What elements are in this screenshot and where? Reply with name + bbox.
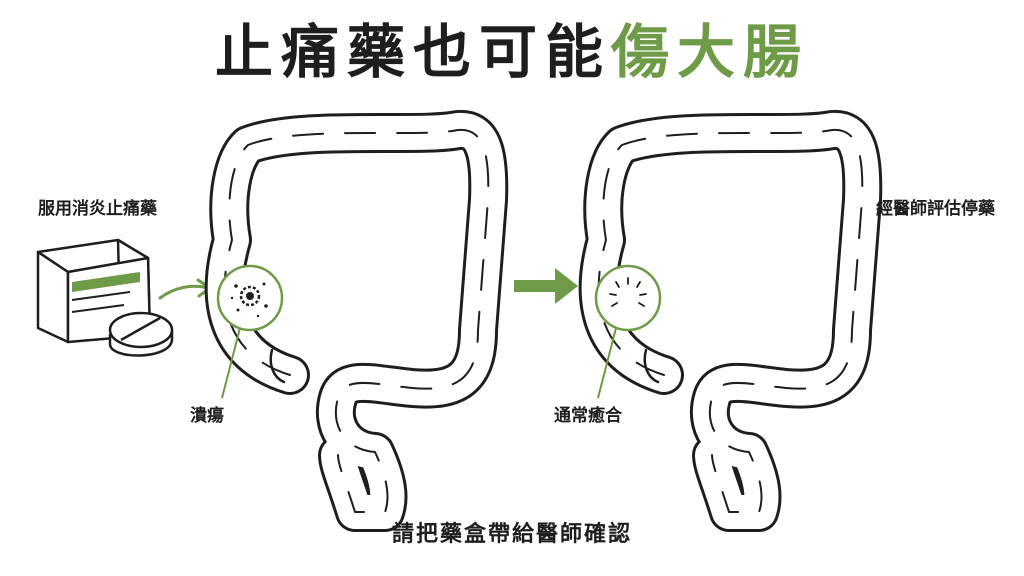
pill-icon — [108, 311, 174, 357]
footer-note: 請把藥盒帶給醫師確認 — [391, 522, 632, 547]
arrow-to-ulcer-icon — [158, 278, 212, 300]
healed-magnifier-icon — [594, 264, 662, 399]
label-stop-after-eval: 經醫師評估停藥 — [876, 199, 995, 219]
title-highlight: 傷大腸 — [611, 18, 810, 86]
arrow-right-icon — [514, 268, 578, 304]
label-take-nsaids: 服用消炎止痛藥 — [38, 199, 157, 219]
label-ulcer: 潰瘍 — [190, 406, 224, 426]
page-title: 止痛藥也可能傷大腸 — [0, 14, 1024, 90]
label-usually-heals: 通常癒合 — [554, 406, 622, 426]
colon-right-icon — [599, 130, 863, 512]
title-main: 止痛藥也可能 — [214, 18, 611, 86]
medicine-box-icon — [36, 238, 152, 344]
ulcer-magnifier-icon — [216, 264, 284, 399]
